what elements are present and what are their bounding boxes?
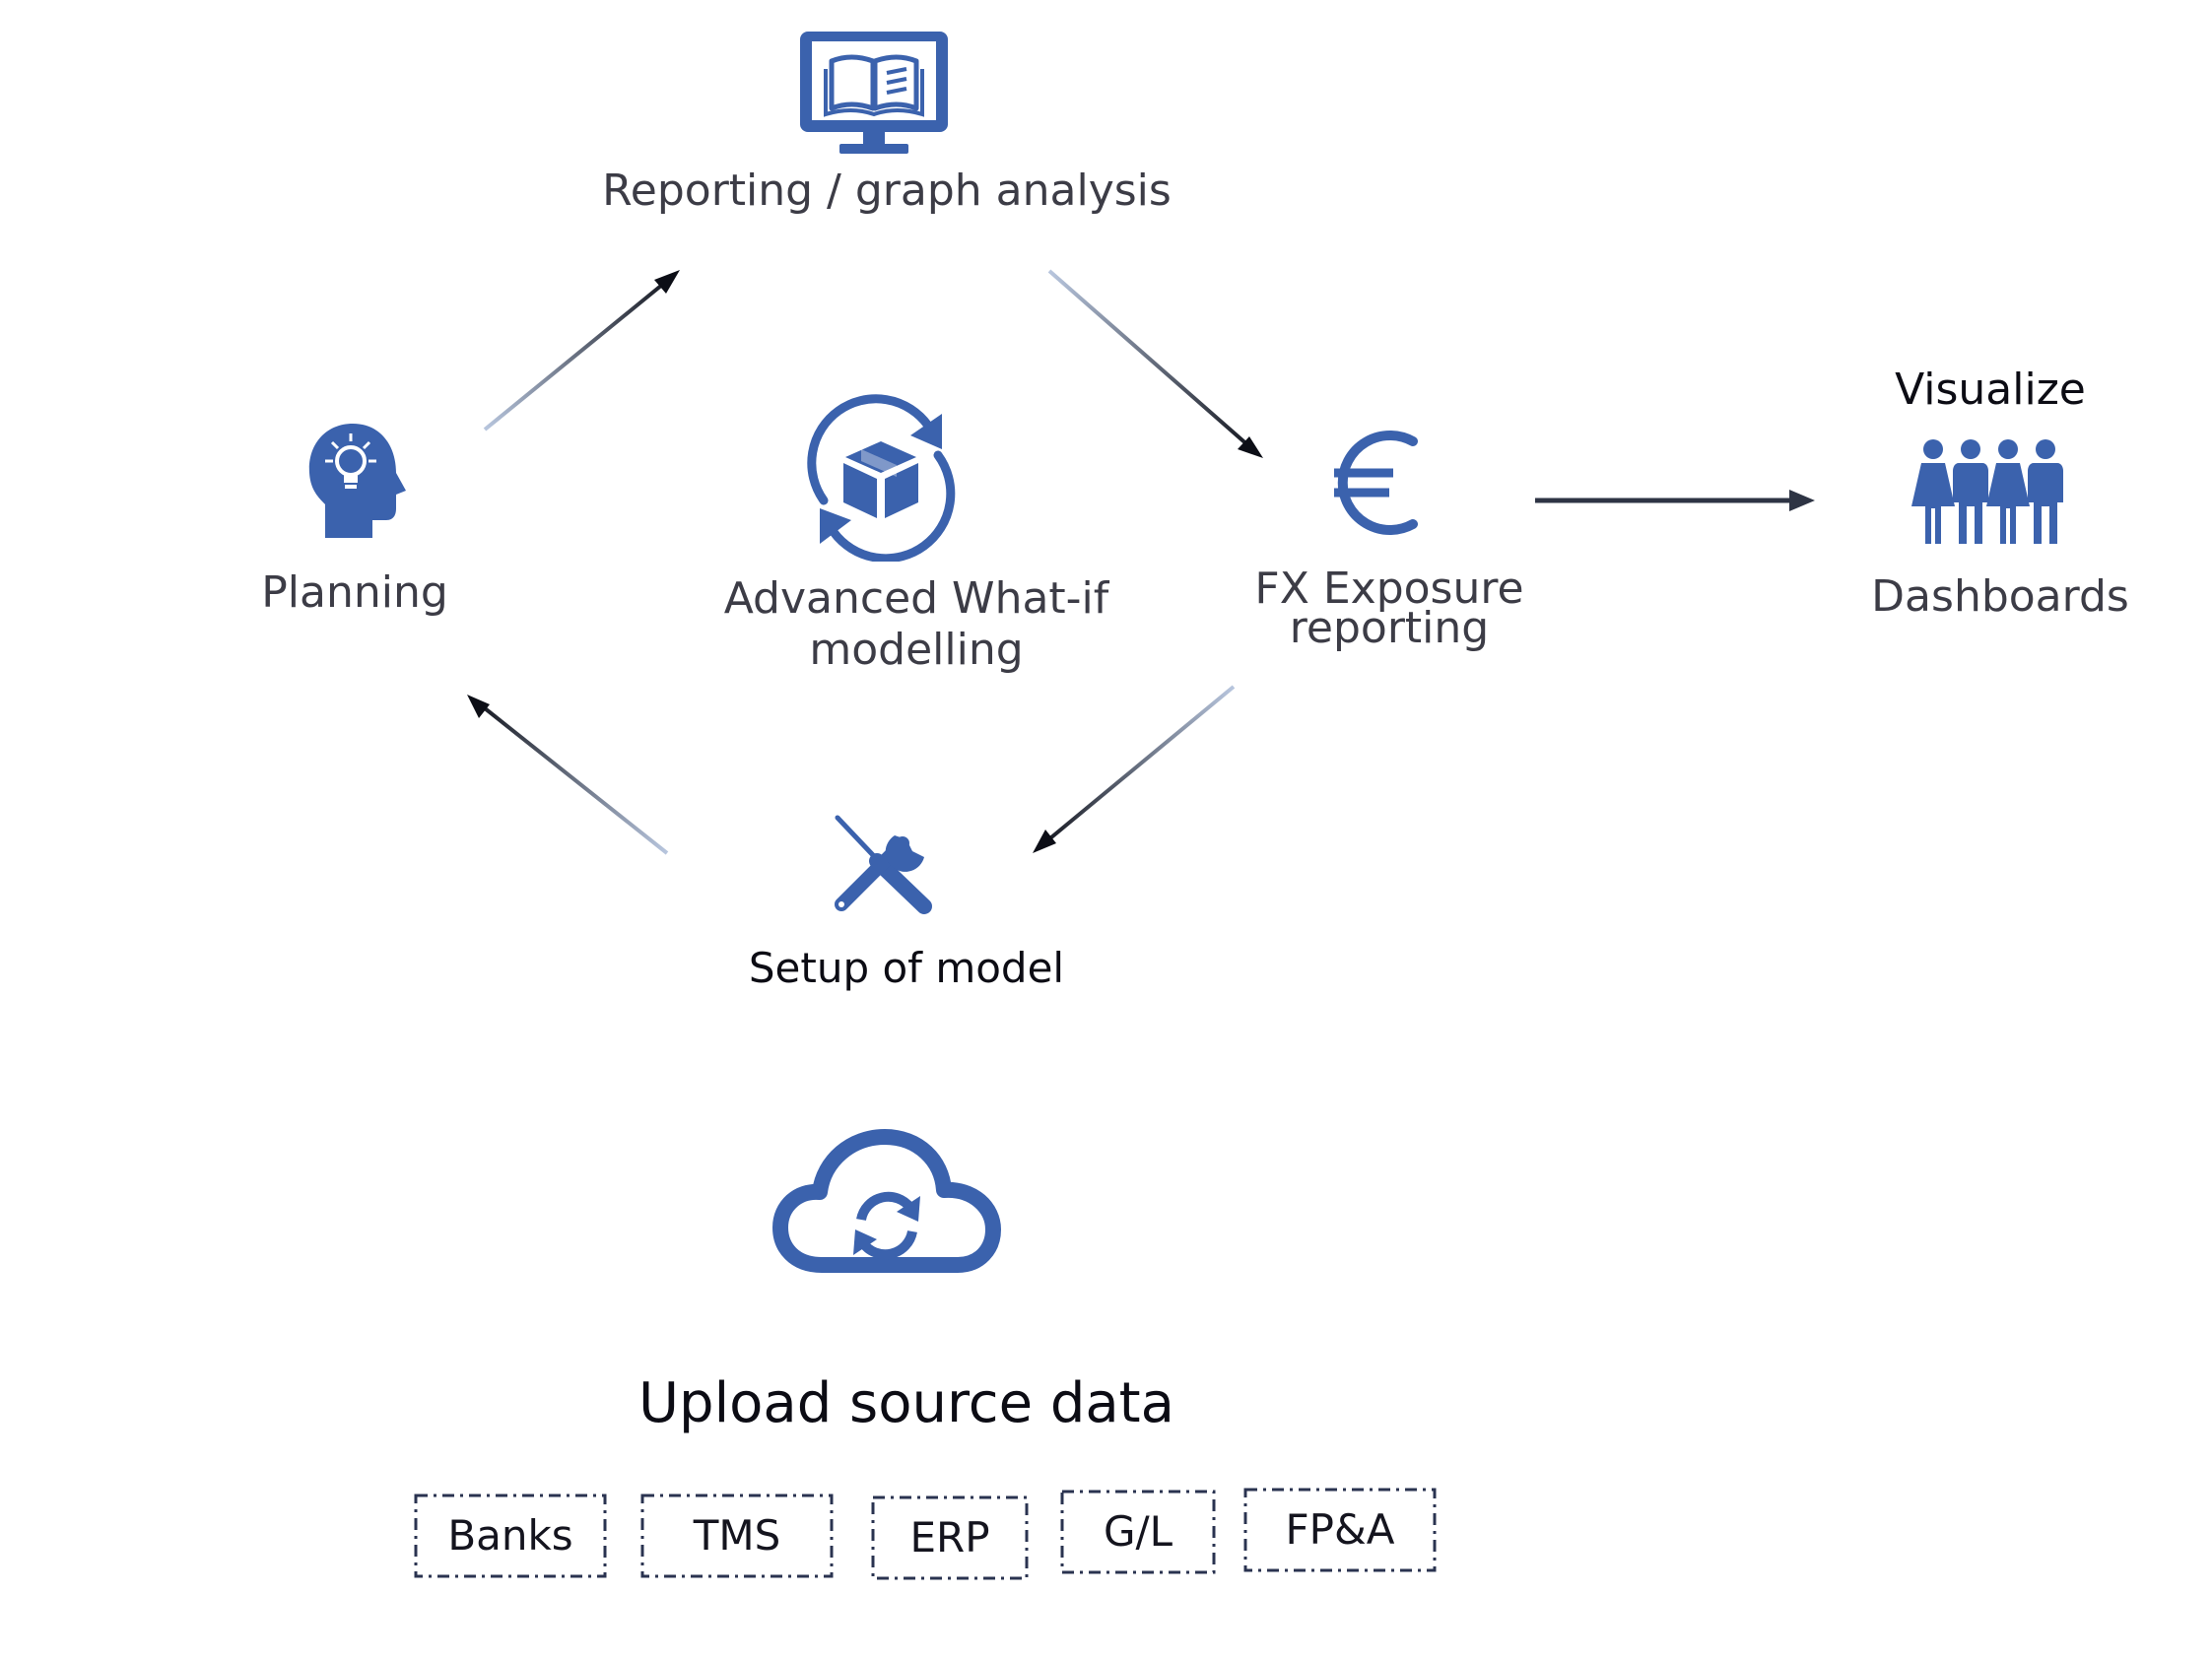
source-box-banks: Banks bbox=[414, 1494, 607, 1578]
dashboards-label: Dashboards bbox=[1871, 571, 2129, 622]
cloud-sync-icon bbox=[772, 1129, 1001, 1273]
wrench-screwdriver-icon bbox=[835, 815, 932, 914]
cycle-cube-icon bbox=[807, 394, 956, 562]
fx-label-line1: FX Exposure bbox=[1254, 564, 1524, 614]
monitor-book-icon bbox=[800, 32, 948, 154]
arrow-fx-to-setup bbox=[1033, 685, 1236, 853]
people-group-icon bbox=[1911, 439, 2063, 544]
arrow-reporting-to-fx bbox=[1047, 269, 1263, 458]
source-label-fpa: FP&A bbox=[1285, 1505, 1395, 1554]
source-label-erp: ERP bbox=[909, 1513, 990, 1561]
visualize-title: Visualize bbox=[1895, 365, 2086, 415]
euro-icon bbox=[1334, 431, 1418, 535]
source-label-gl: G/L bbox=[1103, 1507, 1173, 1556]
source-label-banks: Banks bbox=[447, 1511, 573, 1560]
arrow-setup-to-planning bbox=[467, 695, 669, 855]
upload-title: Upload source data bbox=[638, 1371, 1174, 1435]
reporting-label: Reporting / graph analysis bbox=[602, 166, 1172, 216]
planning-label: Planning bbox=[261, 567, 448, 618]
setup-label: Setup of model bbox=[748, 944, 1065, 992]
source-box-erp: ERP bbox=[871, 1495, 1029, 1580]
modelling-label-line2: modelling bbox=[809, 625, 1024, 675]
source-box-fpa: FP&A bbox=[1243, 1488, 1437, 1572]
modelling-label-line1: Advanced What-if bbox=[723, 573, 1109, 624]
source-box-tms: TMS bbox=[640, 1494, 834, 1578]
source-box-gl: G/L bbox=[1060, 1490, 1216, 1574]
arrow-planning-to-reporting bbox=[483, 270, 680, 432]
source-label-tms: TMS bbox=[693, 1511, 781, 1560]
head-lightbulb-icon bbox=[308, 424, 406, 538]
arrow-fx-to-dashboards bbox=[1535, 490, 1815, 511]
fx-label-line2: reporting bbox=[1289, 603, 1490, 653]
